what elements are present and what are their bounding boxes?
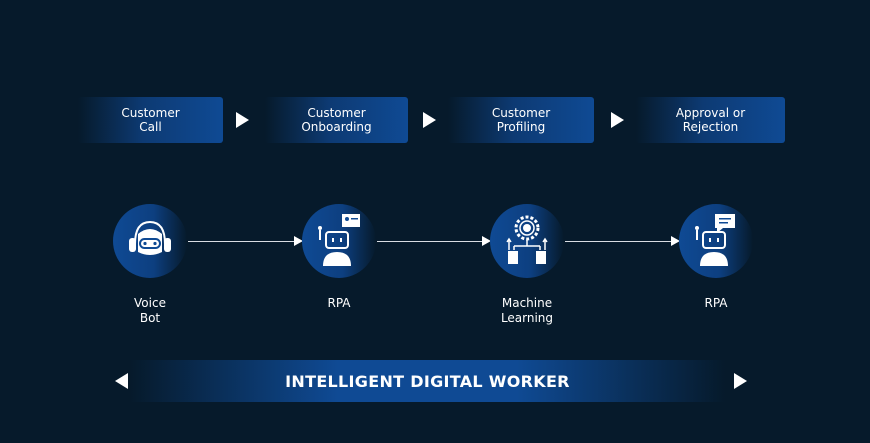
arrow-right-icon [423, 112, 436, 128]
worker-label-rpa: RPA [704, 296, 728, 310]
connector-line [188, 241, 294, 242]
step-approval-or-rejection: Approval or Rejection [636, 97, 785, 143]
voice-bot-icon [113, 204, 187, 278]
machine-learning-gear-icon [490, 204, 564, 278]
worker-label-machine-learning: Machine Learning [500, 296, 554, 325]
arrow-right-icon [236, 112, 249, 128]
rpa-robot-chat-icon [679, 204, 753, 278]
connector-line [377, 241, 483, 242]
arrow-right-icon [734, 373, 747, 389]
step-customer-call: Customer Call [78, 97, 223, 143]
worker-label-rpa: RPA [327, 296, 351, 310]
arrow-head-icon [294, 236, 303, 246]
rpa-robot-id-card-icon [302, 204, 376, 278]
connector-line [565, 241, 671, 242]
intelligent-digital-worker-banner: INTELLIGENT DIGITAL WORKER [130, 360, 725, 402]
arrow-head-icon [671, 236, 680, 246]
step-customer-onboarding: Customer Onboarding [265, 97, 408, 143]
step-customer-profiling: Customer Profiling [448, 97, 594, 143]
arrow-right-icon [611, 112, 624, 128]
arrow-head-icon [482, 236, 491, 246]
worker-label-voice-bot: Voice Bot [134, 296, 166, 325]
arrow-left-icon [115, 373, 128, 389]
